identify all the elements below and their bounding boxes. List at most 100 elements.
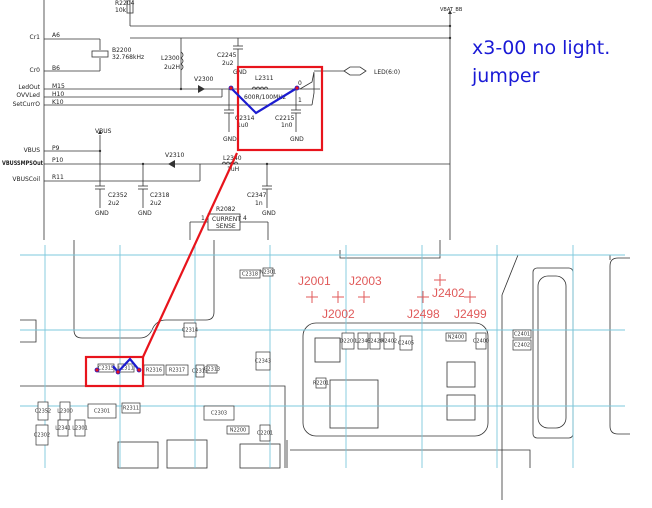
- c2318-value: 2u2: [150, 200, 162, 207]
- gnd-c2352: GND: [95, 210, 109, 217]
- pin-r11: R11: [52, 174, 64, 181]
- pcb-component: [35, 424, 49, 446]
- c2352-value: 2u2: [108, 200, 120, 207]
- pin-b6: B6: [52, 65, 60, 72]
- testpoint-j2002: J2002: [322, 307, 355, 321]
- pcb-component: [357, 332, 369, 350]
- pcb-component-label: C2420: [367, 339, 383, 345]
- testpoint-j2003: J2003: [349, 274, 382, 288]
- c2314-ref: C2314: [235, 115, 255, 122]
- pcb-component: [195, 364, 205, 378]
- b2200-value: 32.768kHz: [112, 54, 144, 61]
- pcb-component-label: C2401: [514, 332, 530, 338]
- annotation-note: x3-00 no light. jumper: [472, 34, 610, 90]
- pcb-component-label: R2316: [146, 368, 162, 374]
- pin-m15: M15: [52, 83, 65, 90]
- pcb-component-label: C2402: [514, 343, 530, 349]
- pcb-component-label: C2201: [257, 431, 273, 437]
- vbus-label: VBUS: [95, 128, 112, 135]
- pcb-component-label: C2303: [211, 411, 227, 417]
- schematic-jumper: [230, 87, 298, 115]
- net-setcurr: SetCurrO: [13, 101, 41, 108]
- pcb-component: [255, 351, 271, 371]
- l2340-value: 1uH: [227, 166, 239, 173]
- pcb-component: [183, 322, 197, 338]
- diode-v2300-icon: [198, 85, 205, 93]
- pcb-component-label: L2301: [72, 426, 88, 432]
- testpoint-j2498: J2498: [407, 307, 440, 321]
- net-cr0: Cr0: [30, 67, 41, 74]
- pcb-component: [206, 364, 218, 374]
- c2245-value: 2u2: [222, 60, 234, 67]
- c2347-value: 1n: [255, 200, 263, 207]
- c2318-ref: C2318: [150, 192, 170, 199]
- annotation-line2: jumper: [472, 65, 540, 87]
- pcb-component: [475, 332, 487, 350]
- led-bus-label: LED(6:0): [374, 69, 400, 76]
- net-vbuscoil: VBUSCoil: [12, 176, 40, 183]
- pcb-jumper: [112, 357, 140, 374]
- pcb-component-label: N2400: [448, 335, 464, 341]
- pcb-component-label: C2302: [34, 433, 50, 439]
- l2311-ref: L2311: [255, 75, 274, 82]
- gnd-c2318: GND: [138, 210, 152, 217]
- v2300-ref: V2300: [194, 76, 214, 83]
- pcb-component-label: C2314: [182, 328, 198, 334]
- pcb-component-label: R2402: [381, 339, 397, 345]
- pcb-component: [383, 332, 395, 350]
- pcb-component-label: N2301: [260, 270, 276, 276]
- pcb-component-label: L2341: [55, 426, 71, 432]
- r2082-label1: CURRENT: [212, 216, 241, 223]
- pin-p9: P9: [52, 145, 60, 152]
- pcb-component-label: R2201: [313, 381, 329, 387]
- annotation-line1: x3-00 no light.: [472, 37, 611, 59]
- r2082-label2: SENSE: [216, 223, 236, 230]
- net-ledout: LedOut: [18, 84, 40, 91]
- pcb-component: [239, 269, 261, 279]
- r2082-pin4: 4: [243, 215, 247, 222]
- testpoint-j2499: J2499: [454, 307, 487, 321]
- pcb-component: [341, 332, 355, 350]
- pcb-component-label: C2343: [255, 359, 271, 365]
- pcb-component-label: C2318: [242, 272, 258, 278]
- pcb-component: [369, 332, 381, 350]
- pcb-component: [262, 267, 274, 277]
- pcb-component-label: C2315: [98, 366, 114, 372]
- net-ovvled: OVVLed: [16, 92, 40, 99]
- pin-p10: P10: [52, 157, 63, 164]
- schematic-diodes: [98, 10, 452, 168]
- pcb-component-label: C2301: [94, 409, 110, 415]
- b2200-ref: B2200: [112, 47, 132, 54]
- highlight-markup: [84, 65, 324, 388]
- pcb-component: [399, 335, 413, 351]
- r2082-pin1: 1: [201, 215, 205, 222]
- c2215-ref: C2215: [275, 115, 295, 122]
- schematic-wires: [43, 0, 451, 240]
- pcb-component-label: N2200: [230, 428, 246, 434]
- pcb-component-label: L2300: [57, 409, 73, 415]
- pcb-component: [57, 419, 69, 437]
- net-cr1: Cr1: [30, 34, 41, 41]
- pcb-highlight-box: [84, 355, 145, 388]
- gnd-c2245: GND: [233, 69, 247, 76]
- pcb-component: [74, 419, 86, 437]
- pin-k10: K10: [52, 99, 64, 106]
- testpoint-j2001: J2001: [298, 274, 331, 288]
- pcb-component: [226, 425, 250, 435]
- v2310-ref: V2310: [165, 152, 185, 159]
- pcb-component-label: R2317: [169, 368, 185, 374]
- pcb-component-label: D2200: [340, 339, 357, 345]
- pcb-component-label: C2400: [473, 339, 489, 345]
- l2340-ref: L2340: [223, 155, 242, 162]
- l2300-ref: L2300: [161, 55, 180, 62]
- jumper-wires: [112, 87, 298, 374]
- c2215-value: 1n0: [281, 122, 293, 129]
- c2314-value: 1u0: [237, 122, 249, 129]
- jumper-points: [94, 85, 300, 375]
- pcb-component: [512, 339, 532, 351]
- schematic-highlight-box: [236, 65, 324, 152]
- pcb-component: [87, 403, 117, 419]
